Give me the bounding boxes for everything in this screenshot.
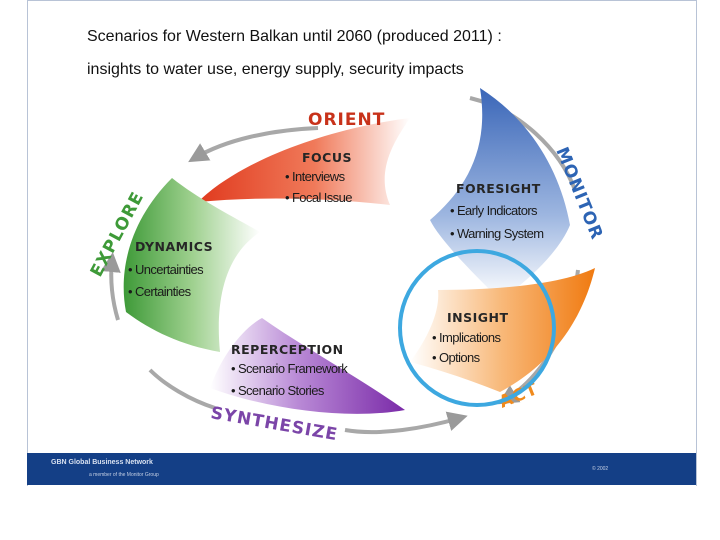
stage-foresight-item: • Warning System xyxy=(450,226,543,241)
dynamics-petal xyxy=(123,178,261,352)
stage-reperception-heading: REPERCEPTION xyxy=(231,342,344,357)
slide-title: Scenarios for Western Balkan until 2060 … xyxy=(87,28,502,45)
arrow-orient xyxy=(188,126,319,163)
stage-dynamics: DYNAMICS • Uncertainties • Certainties xyxy=(128,239,213,299)
stage-foresight-item: • Early Indicators xyxy=(450,203,538,218)
arrow-synthesize xyxy=(344,411,468,435)
arrow-explore xyxy=(100,252,121,321)
stage-reperception-item: • Scenario Stories xyxy=(231,383,325,398)
stage-foresight: FORESIGHT • Early Indicators • Warning S… xyxy=(450,181,544,241)
stage-reperception-item: • Scenario Framework xyxy=(231,361,348,376)
stage-focus-heading: FOCUS xyxy=(302,150,352,165)
footer-copyright: © 2002 xyxy=(592,466,609,472)
stage-insight-item: • Options xyxy=(432,350,481,365)
stage-foresight-heading: FORESIGHT xyxy=(456,181,541,196)
stage-dynamics-item: • Certainties xyxy=(128,284,192,299)
stage-insight: INSIGHT • Implications • Options xyxy=(432,310,509,365)
stage-focus-item: • Focal Issue xyxy=(285,190,352,205)
foresight-petal xyxy=(430,88,570,300)
stage-insight-item: • Implications xyxy=(432,330,502,345)
footer-brand: GBN Global Business Network xyxy=(51,459,153,466)
slide-subtitle: insights to water use, energy supply, se… xyxy=(87,61,464,78)
focus-petal xyxy=(198,118,410,205)
verb-orient: ORIENT xyxy=(308,110,385,130)
stage-focus-item: • Interviews xyxy=(285,169,346,184)
stage-reperception: REPERCEPTION • Scenario Framework • Scen… xyxy=(231,342,349,398)
arrow-synthesize-left xyxy=(148,368,216,410)
insight-highlight-circle xyxy=(398,249,556,407)
stage-focus: FOCUS • Interviews • Focal Issue xyxy=(285,150,353,205)
stage-dynamics-heading: DYNAMICS xyxy=(135,239,213,254)
reperception-petal xyxy=(210,318,405,414)
footer-bar: GBN Global Business Network a member of … xyxy=(27,453,696,485)
stage-insight-heading: INSIGHT xyxy=(447,310,509,325)
stage-dynamics-item: • Uncertainties xyxy=(128,262,204,277)
footer-subtitle: a member of the Monitor Group xyxy=(89,472,159,478)
